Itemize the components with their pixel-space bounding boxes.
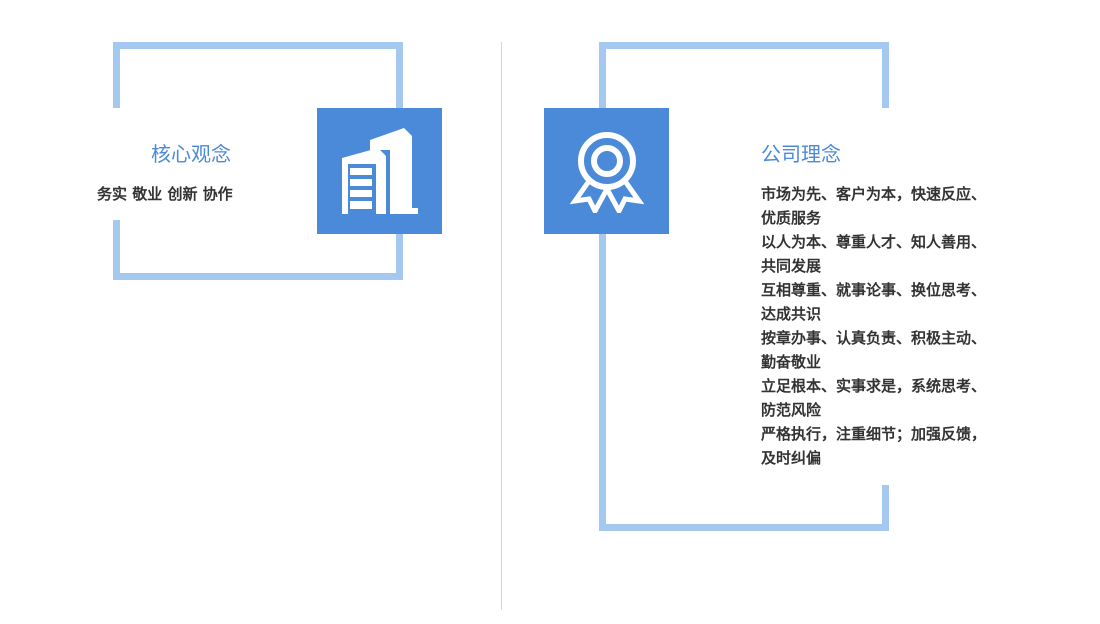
right-frame-left <box>599 42 606 531</box>
left-panel-subtitle: 务实 敬业 创新 协作 <box>97 185 233 203</box>
center-divider <box>501 42 502 610</box>
left-panel-title: 核心观念 <box>151 142 231 166</box>
philosophy-line: 立足根本、实事求是，系统思考、 <box>761 377 987 395</box>
philosophy-line: 以人为本、尊重人才、知人善用、 <box>761 233 987 251</box>
philosophy-line: 防范风险 <box>761 401 822 419</box>
philosophy-line: 共同发展 <box>761 257 822 275</box>
right-frame-right-upper <box>882 42 889 108</box>
left-frame-left-upper <box>113 42 120 108</box>
philosophy-line: 及时纠偏 <box>761 449 822 467</box>
right-frame-right-lower <box>882 485 889 531</box>
philosophy-line: 达成共识 <box>761 305 822 323</box>
building-icon <box>341 128 418 214</box>
right-frame-top <box>599 42 889 49</box>
philosophy-line: 严格执行，注重细节；加强反馈， <box>761 425 987 443</box>
right-panel-title: 公司理念 <box>761 142 841 166</box>
philosophy-line: 市场为先、客户为本，快速反应、 <box>761 185 987 203</box>
right-panel-text: 市场为先、客户为本，快速反应、 优质服务 以人为本、尊重人才、知人善用、 共同发… <box>761 182 986 470</box>
philosophy-line: 优质服务 <box>761 209 822 227</box>
left-icon-box <box>317 108 442 234</box>
philosophy-line: 互相尊重、就事论事、换位思考、 <box>761 281 987 299</box>
right-frame-bottom <box>599 524 889 531</box>
left-frame-left-lower <box>113 220 120 280</box>
award-ribbon-icon <box>569 132 644 213</box>
philosophy-line: 勤奋敬业 <box>761 353 822 371</box>
left-frame-bottom <box>113 273 403 280</box>
right-icon-box <box>544 108 669 234</box>
left-frame-top <box>113 42 403 49</box>
philosophy-line: 按章办事、认真负责、积极主动、 <box>761 329 987 347</box>
